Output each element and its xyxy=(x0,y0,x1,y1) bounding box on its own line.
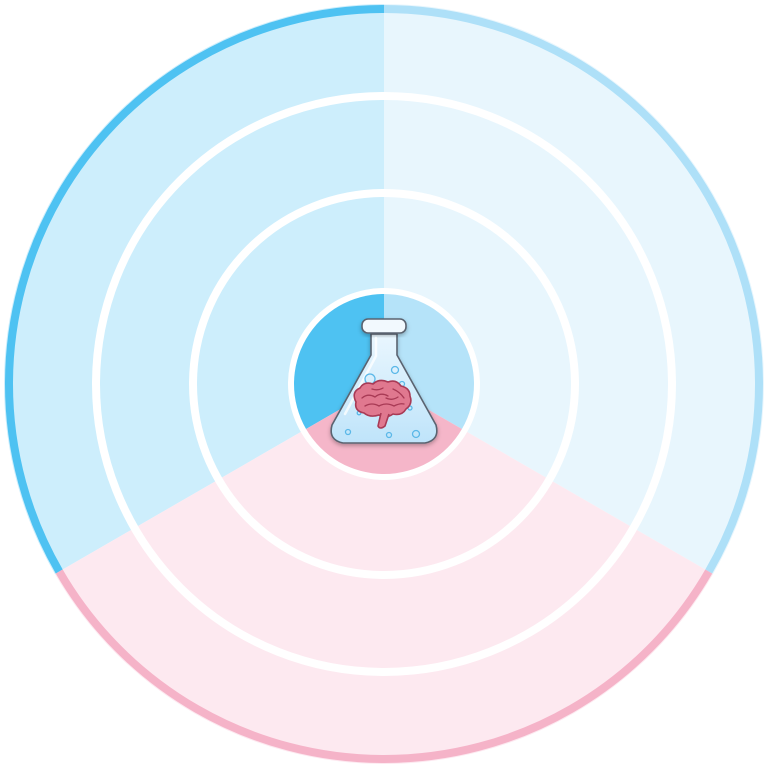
bubble-6 xyxy=(411,429,421,439)
brain-fold-3 xyxy=(364,403,405,407)
brain-fold-1 xyxy=(361,393,389,399)
ring-line-2 xyxy=(92,92,676,676)
brain-fold-2 xyxy=(392,388,405,399)
brain-stem xyxy=(377,412,390,429)
brain-fold-5 xyxy=(385,396,399,400)
bubble-2 xyxy=(390,365,400,375)
sector-left-rim xyxy=(5,5,385,574)
ring-line-1 xyxy=(189,189,579,579)
flask-cap xyxy=(361,318,407,334)
bubble-5 xyxy=(385,431,393,439)
brain-icon xyxy=(353,379,412,429)
bubble-4 xyxy=(344,428,352,436)
sector-right-rim xyxy=(383,5,763,574)
brain-fold-4 xyxy=(371,387,384,391)
sector-bottom-rim xyxy=(55,569,713,763)
flask-with-brain-icon xyxy=(330,318,438,444)
brain-hemisphere xyxy=(353,379,412,418)
